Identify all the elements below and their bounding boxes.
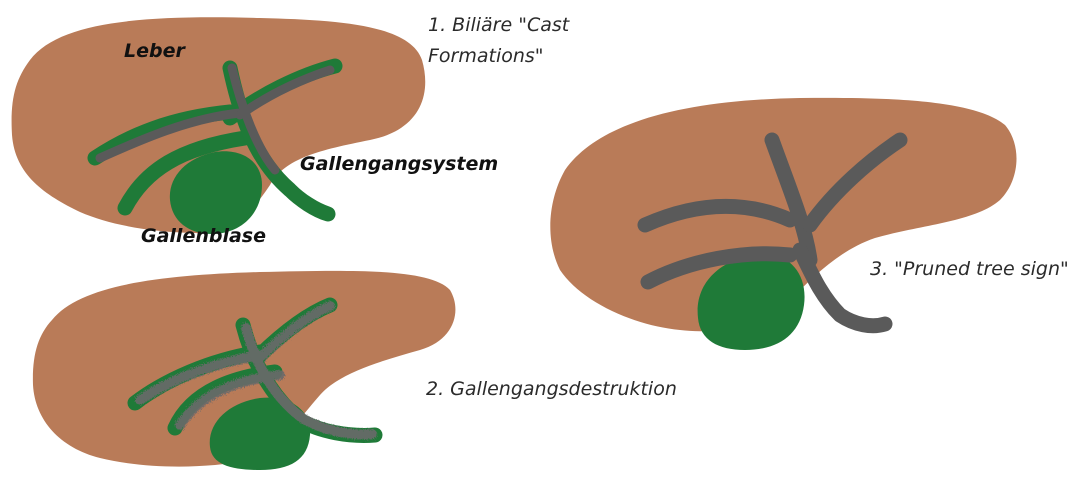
panel-2-bile-duct-destruction (33, 271, 456, 470)
label-stage-1-line-1: 1. Biliäre "Cast (428, 14, 569, 36)
label-liver: Leber (124, 40, 185, 62)
label-stage-1-line-2: Formations" (428, 45, 544, 67)
panel-3-pruned-tree (550, 98, 1016, 350)
panel-1-cast-formations (12, 17, 426, 234)
label-gallbladder: Gallenblase (141, 225, 266, 247)
label-bile-duct-system: Gallengangsystem (300, 153, 498, 175)
label-stage-3: 3. "Pruned tree sign" (870, 258, 1069, 280)
label-stage-2: 2. Gallengangsdestruktion (426, 378, 677, 400)
